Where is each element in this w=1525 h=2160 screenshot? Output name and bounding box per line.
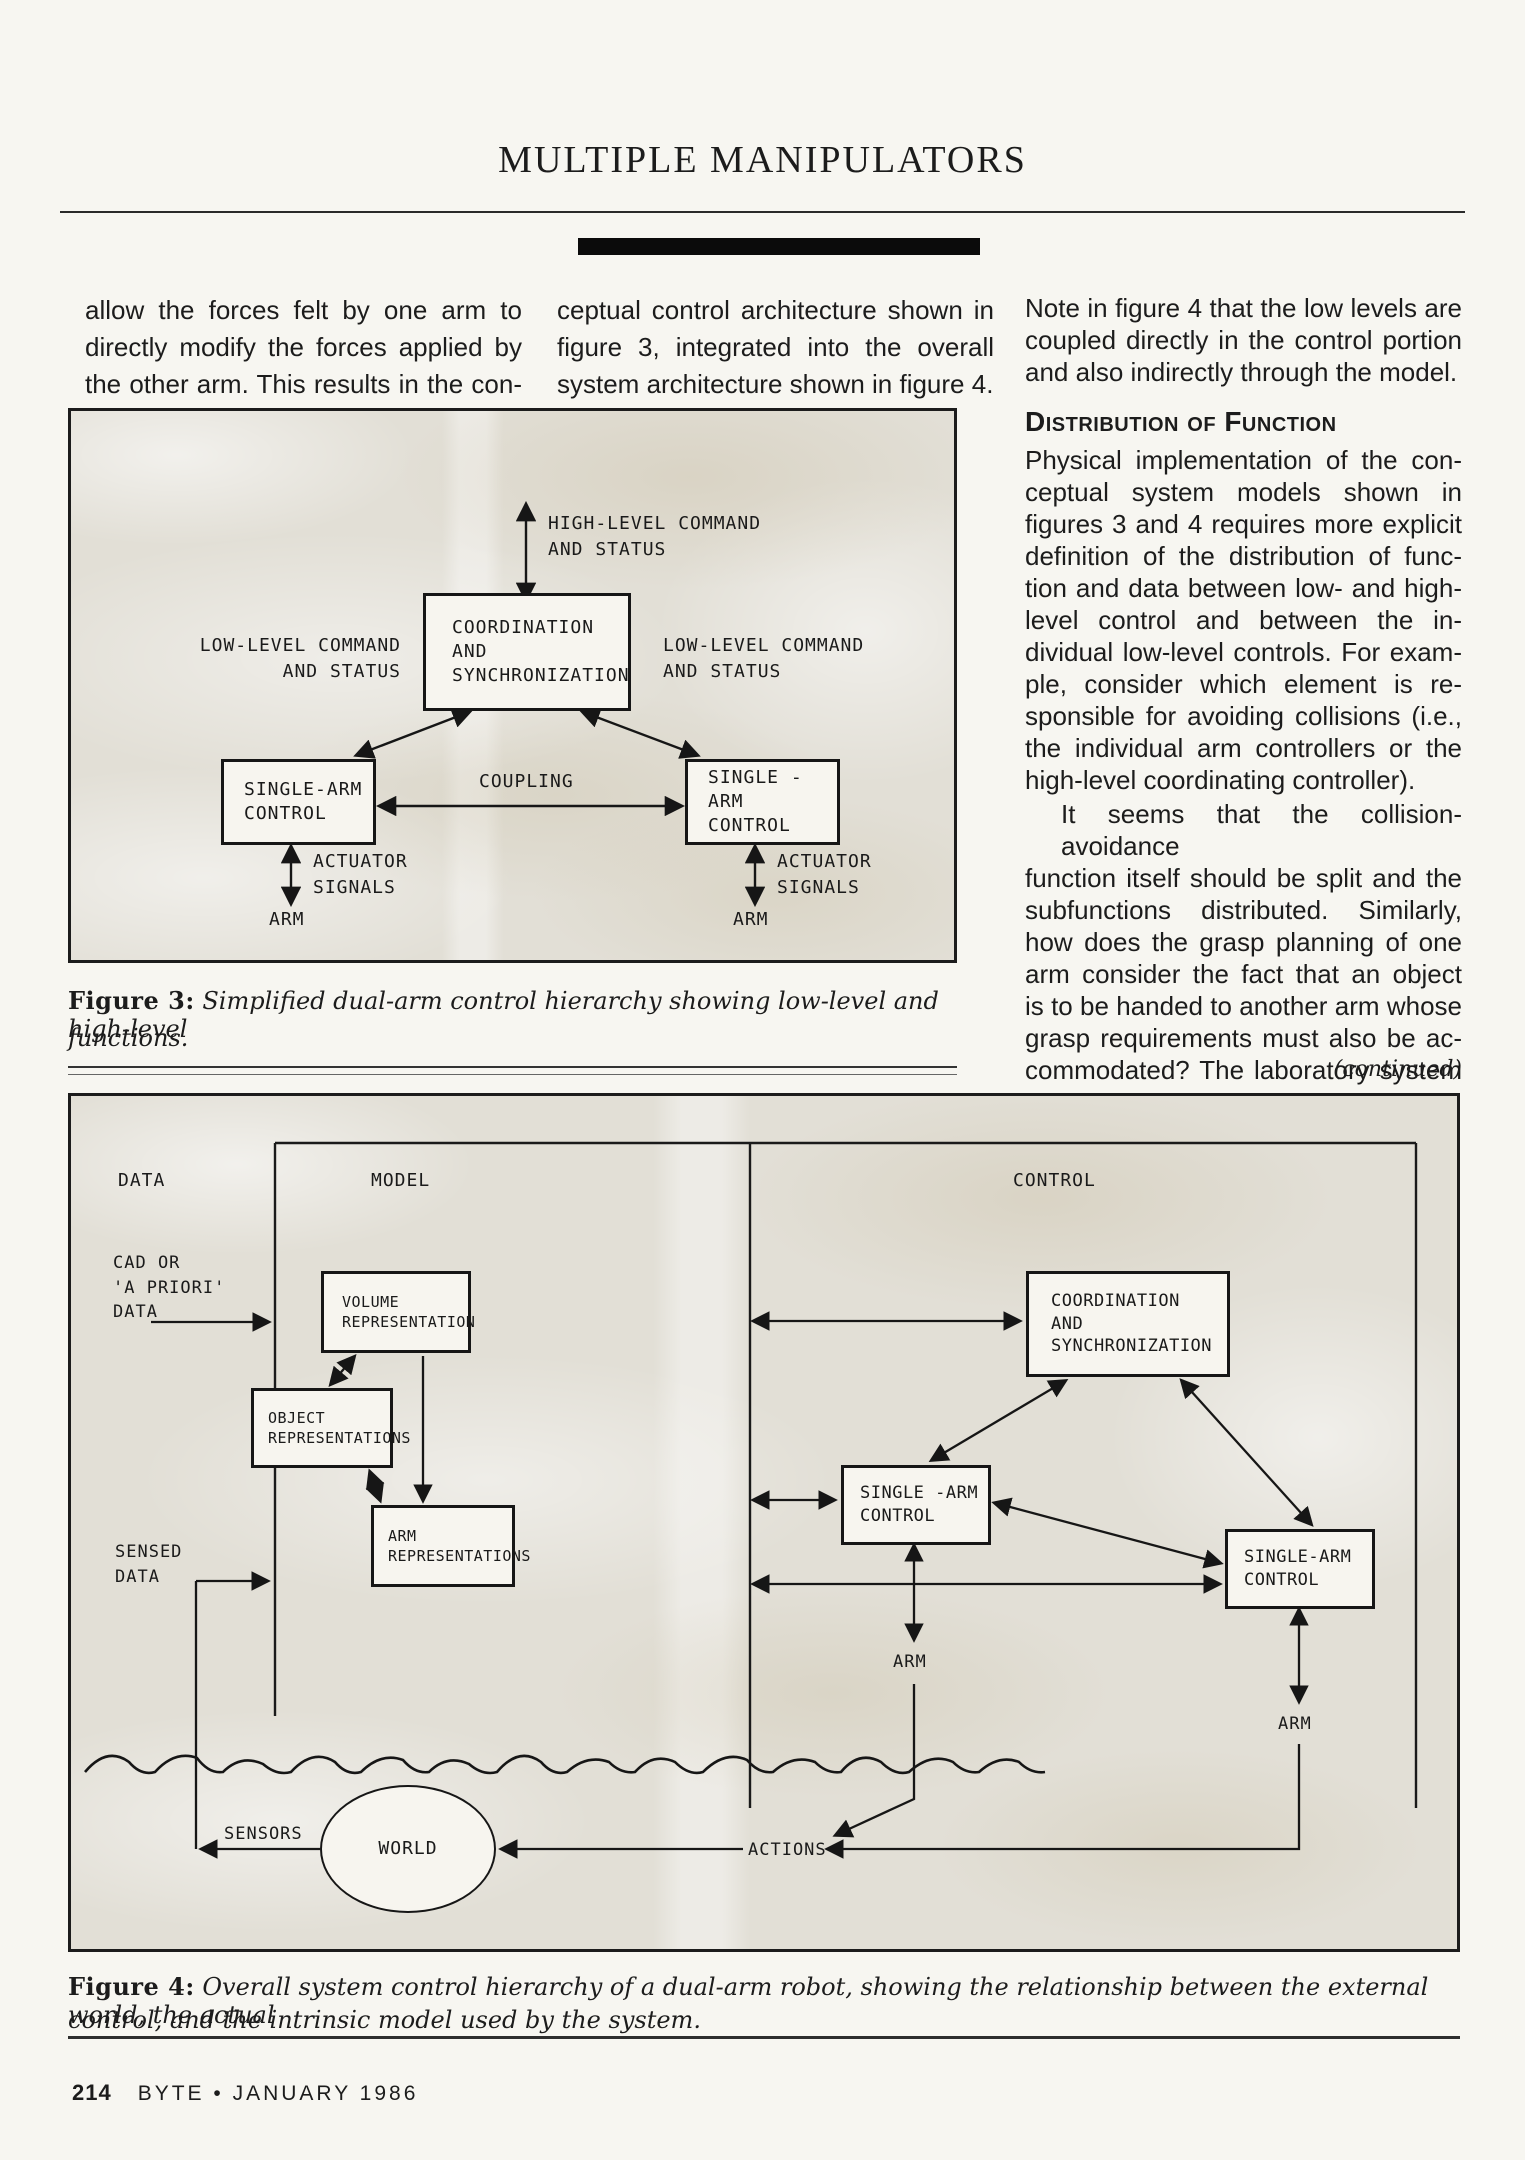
cad-a-priori-data-label: CAD OR 'A PRIORI' DATA xyxy=(113,1253,226,1323)
bottom-rule xyxy=(68,2036,1460,2039)
text-line: subfunctions distributed. Similarly, xyxy=(1025,895,1462,925)
fig4-section-data-label: DATA xyxy=(118,1170,166,1191)
fig4-section-model-label: MODEL xyxy=(371,1170,431,1191)
arm-right-label: ARM xyxy=(733,909,769,930)
continued-note: (continued) xyxy=(1333,1057,1462,1082)
text-line: figure 3, integrated into the overall xyxy=(557,332,994,362)
figure4-diagram: DATA MODEL CONTROL CAD OR 'A PRIORI' DAT… xyxy=(68,1093,1460,1952)
text-line: system architecture shown in figure 4. xyxy=(557,369,994,399)
page-number: 214 xyxy=(72,2080,112,2105)
fig3-single-arm-control-right-box: SINGLE - ARM CONTROL xyxy=(685,759,840,845)
fig4-single-arm-control-right-box: SINGLE-ARM CONTROL xyxy=(1225,1529,1375,1609)
figure4-caption-line2: control, and the intrinsic model used by… xyxy=(68,2006,701,2034)
text-line: and also indirectly through the model. xyxy=(1025,357,1458,387)
text-line: commodated? The laboratory system xyxy=(1025,1055,1462,1085)
caption-rule xyxy=(68,1066,957,1068)
page-footer: 214 BYTE • JANUARY 1986 xyxy=(72,2080,418,2106)
text-line: ple, consider which element is re- xyxy=(1025,669,1462,699)
actuator-signals-right-label: ACTUATOR SIGNALS xyxy=(777,851,872,899)
wavy-ground-line xyxy=(84,1754,1046,1775)
fig4-single-arm-control-left-box: SINGLE -ARM CONTROL xyxy=(841,1465,991,1545)
low-level-command-right-label: LOW-LEVEL COMMAND AND STATUS xyxy=(663,635,865,683)
object-representations-box: OBJECT REPRESENTATIONS xyxy=(251,1388,410,1468)
actuator-signals-left-label: ACTUATOR SIGNALS xyxy=(313,851,408,899)
figure4-arrow-lines xyxy=(84,1141,1418,1859)
paragraph: Note in figure 4 that the low levels are… xyxy=(1025,292,1462,388)
fig4-section-control-label: CONTROL xyxy=(1013,1170,1096,1191)
text-line: how does the grasp planning of one xyxy=(1025,927,1462,957)
text-line: allow the forces felt by one arm to xyxy=(85,295,522,325)
fig4-arm-right-label: ARM xyxy=(1278,1714,1312,1734)
section-heading: Distribution of Function xyxy=(1025,406,1337,437)
text-line: ceptual system models shown in xyxy=(1025,477,1462,507)
text-line: ceptual control architecture shown in xyxy=(557,295,994,325)
text-line: the other arm. This results in the con- xyxy=(85,369,522,399)
fig3-coordination-box: COORDINATION AND SYNCHRONIZATION xyxy=(423,593,631,711)
fig4-arm-left-label: ARM xyxy=(893,1652,927,1672)
coupling-label: COUPLING xyxy=(479,771,574,792)
header-black-bar xyxy=(578,238,980,255)
body-column-1: allow the forces felt by one arm to dire… xyxy=(85,292,522,403)
volume-representation-box: VOLUME REPRESENTATION xyxy=(321,1271,475,1353)
text-line: directly modify the forces applied by xyxy=(85,332,522,362)
text-line: arm consider the fact that an object xyxy=(1025,959,1462,989)
caption-rule xyxy=(68,1074,957,1075)
text-line: high-level coordinating controller). xyxy=(1025,765,1416,795)
text-line: Note in figure 4 that the low levels are xyxy=(1025,293,1462,323)
page-title: MULTIPLE MANIPULATORS xyxy=(498,139,1027,181)
header-rule xyxy=(60,211,1465,213)
figure3-diagram: HIGH-LEVEL COMMAND AND STATUS COORDINATI… xyxy=(68,408,957,963)
low-level-command-left-label: LOW-LEVEL COMMAND AND STATUS xyxy=(199,635,401,683)
text-line: figures 3 and 4 requires more explicit xyxy=(1025,509,1462,539)
actions-label: ACTIONS xyxy=(748,1840,827,1860)
text-line: function itself should be split and the xyxy=(1025,863,1462,893)
body-column-2: ceptual control architecture shown in fi… xyxy=(557,292,994,403)
text-line: dividual low-level controls. For exam- xyxy=(1025,637,1462,667)
figure4-caption: Figure 4: Overall system control hierarc… xyxy=(68,1972,1429,2029)
world-ellipse: WORLD xyxy=(320,1785,496,1913)
text-line: Physical implementation of the con- xyxy=(1025,445,1462,475)
text-line: level control and between the in- xyxy=(1025,605,1462,635)
figure3-caption-line2: functions. xyxy=(68,1024,189,1052)
arm-representations-box: ARM REPRESENTATIONS xyxy=(371,1505,530,1587)
high-level-command-label: HIGH-LEVEL COMMAND AND STATUS xyxy=(548,513,762,561)
fig4-coordination-box: COORDINATION AND SYNCHRONIZATION xyxy=(1026,1271,1230,1377)
fig3-single-arm-control-left-box: SINGLE-ARM CONTROL xyxy=(221,759,376,845)
text-line: coupled directly in the control portion xyxy=(1025,325,1462,355)
paragraph: Physical implementation of the con- cept… xyxy=(1025,444,1462,796)
text-line: It seems that the collision-avoidance xyxy=(1061,799,1462,861)
sensed-data-label: SENSED DATA xyxy=(115,1542,183,1587)
footer-text: BYTE • JANUARY 1986 xyxy=(137,2082,419,2105)
paragraph: It seems that the collision-avoidance fu… xyxy=(1025,798,1462,1086)
text-line: is to be handed to another arm whose xyxy=(1025,991,1462,1021)
text-line: grasp requirements must also be ac- xyxy=(1025,1023,1462,1053)
figure3-caption: Figure 3: Simplified dual-arm control hi… xyxy=(68,986,939,1043)
sensors-label: SENSORS xyxy=(224,1824,303,1844)
text-line: definition of the distribution of func- xyxy=(1025,541,1462,571)
text-line: sponsible for avoiding collisions (i.e., xyxy=(1025,701,1462,731)
text-line: the individual arm controllers or the xyxy=(1025,733,1462,763)
figure3-arrow-lines xyxy=(280,500,766,908)
text-line: tion and data between low- and high- xyxy=(1025,573,1462,603)
arm-left-label: ARM xyxy=(269,909,305,930)
